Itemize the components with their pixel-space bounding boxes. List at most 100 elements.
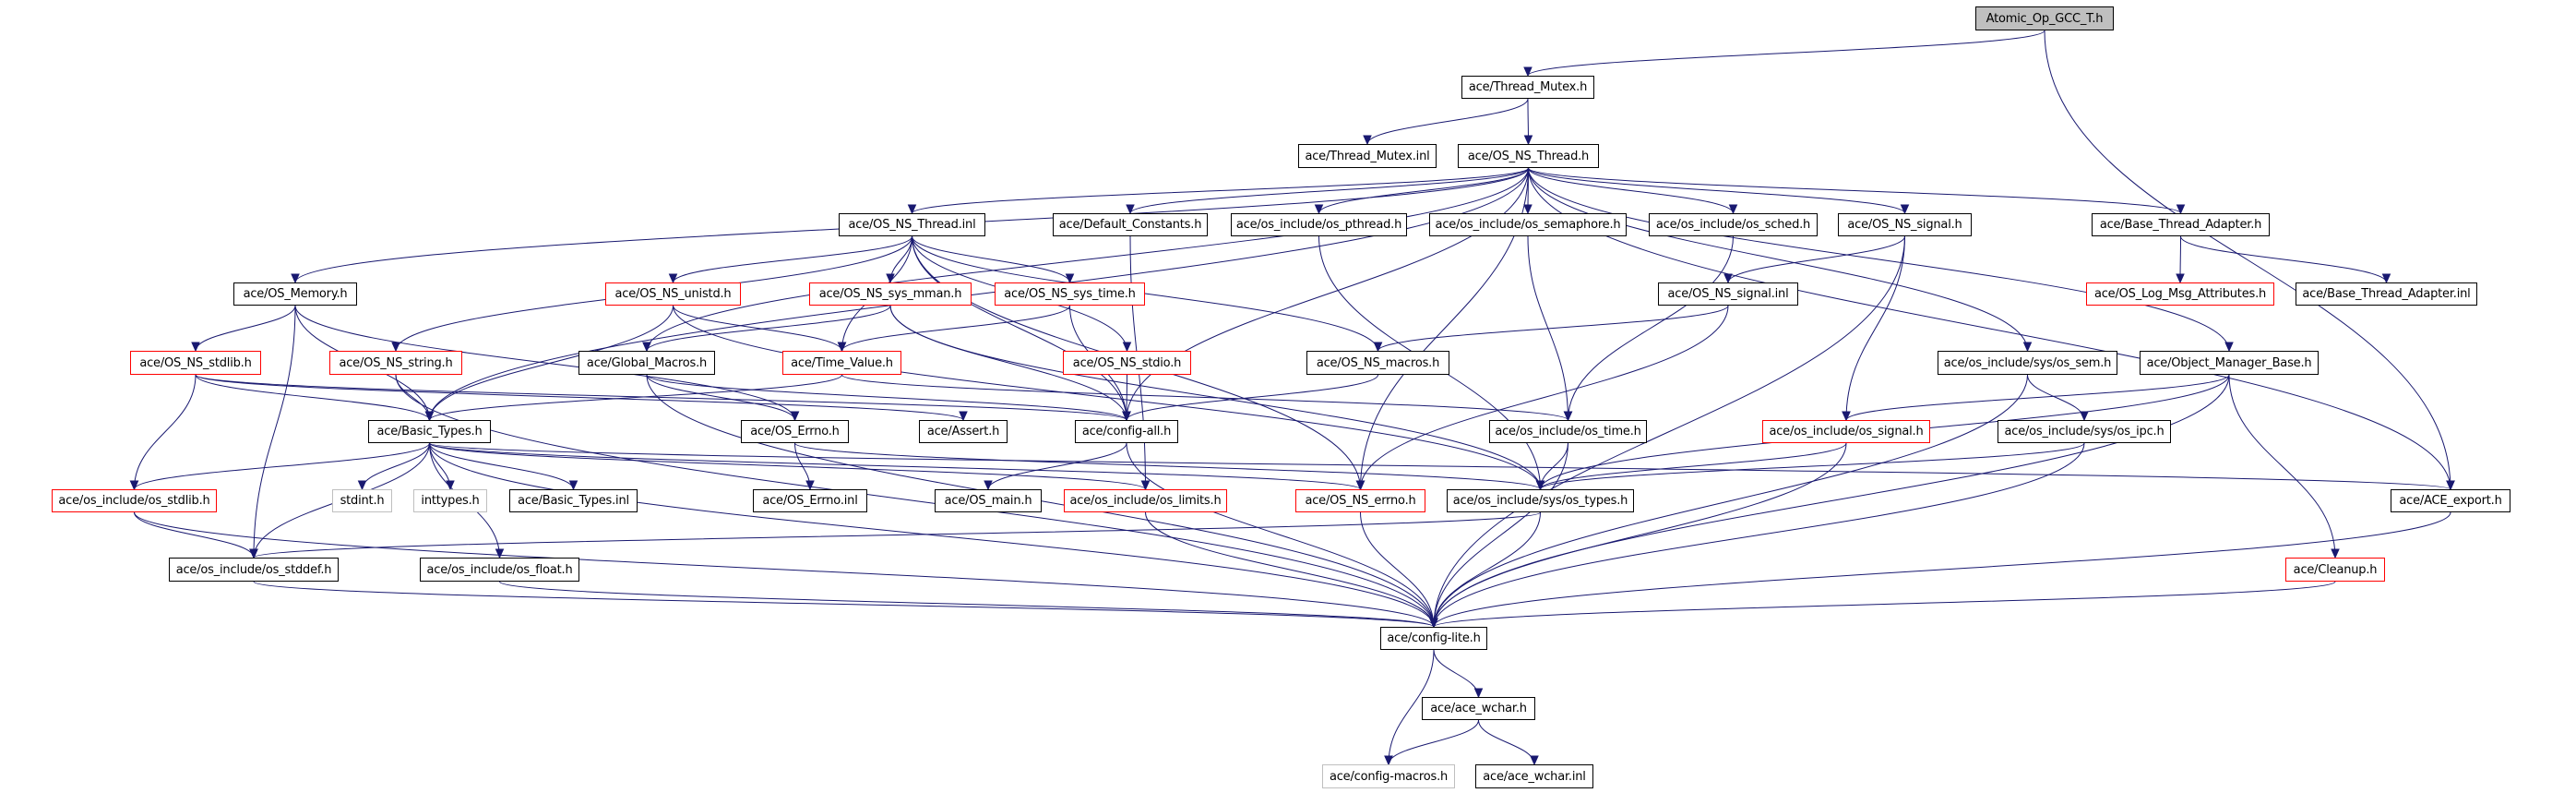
- node-os-ns-string[interactable]: ace/OS_NS_string.h: [329, 351, 462, 375]
- node-os-ns-macros[interactable]: ace/OS_NS_macros.h: [1306, 351, 1449, 375]
- node-config-lite[interactable]: ace/config-lite.h: [1380, 627, 1487, 650]
- arrowhead-icon: [2446, 480, 2455, 491]
- node-os-ns-errno[interactable]: ace/OS_NS_errno.h: [1295, 489, 1425, 512]
- node-basic-types-inl[interactable]: ace/Basic_Types.inl: [509, 489, 638, 512]
- node-label: ace/OS_NS_unistd.h: [614, 287, 732, 301]
- node-os-ns-signal-inl[interactable]: ace/OS_NS_signal.inl: [1658, 282, 1798, 306]
- edge-ace_wchar_h-to-ace_wchar_inl: [1478, 719, 1535, 765]
- node-thread-mutex-h[interactable]: ace/Thread_Mutex.h: [1461, 76, 1594, 99]
- node-label: Atomic_Op_GCC_T.h: [1986, 11, 2104, 26]
- node-label: ace/Object_Manager_Base.h: [2146, 355, 2312, 370]
- node-os-time[interactable]: ace/os_include/os_time.h: [1489, 420, 1647, 443]
- node-os-stdlib[interactable]: ace/os_include/os_stdlib.h: [52, 489, 217, 512]
- node-default-constants[interactable]: ace/Default_Constants.h: [1053, 213, 1208, 236]
- node-os-errno-h[interactable]: ace/OS_Errno.h: [741, 420, 849, 443]
- edge-os_signal-to-config_lite: [1433, 442, 1847, 628]
- edge-os_errno_h-to-sys_os_types: [794, 442, 1541, 490]
- node-base-thread-adapter-h[interactable]: ace/Base_Thread_Adapter.h: [2092, 213, 2270, 236]
- node-ace-wchar-h[interactable]: ace/ace_wchar.h: [1422, 697, 1535, 720]
- arrowhead-icon: [2381, 273, 2391, 284]
- edge-os_ns_stdlib-to-basic_types_h: [195, 374, 430, 421]
- arrowhead-icon: [1384, 755, 1393, 766]
- node-os-ns-sys-mman[interactable]: ace/OS_NS_sys_mman.h: [809, 282, 972, 306]
- node-os-signal[interactable]: ace/os_include/os_signal.h: [1762, 420, 1930, 443]
- edge-os_ns_thread_inl-to-os_ns_sys_time: [912, 235, 1070, 283]
- node-os-ns-sys-time[interactable]: ace/OS_NS_sys_time.h: [995, 282, 1145, 306]
- node-label: ace/OS_NS_signal.h: [1847, 218, 1962, 232]
- node-ace-export[interactable]: ace/ACE_export.h: [2391, 489, 2510, 512]
- node-os-stddef[interactable]: ace/os_include/os_stddef.h: [169, 558, 339, 582]
- node-label: ace/Basic_Types.h: [376, 425, 483, 439]
- node-os-main[interactable]: ace/OS_main.h: [935, 489, 1042, 512]
- node-os-ns-thread-h[interactable]: ace/OS_NS_Thread.h: [1458, 144, 1599, 168]
- node-config-macros: ace/config-macros.h: [1322, 764, 1455, 788]
- node-os-semaphore[interactable]: ace/os_include/os_semaphore.h: [1429, 213, 1627, 236]
- edge-root-to-ace_export: [2044, 30, 2451, 490]
- node-cleanup[interactable]: ace/Cleanup.h: [2285, 558, 2385, 582]
- node-label: ace/os_include/os_sched.h: [1655, 218, 1811, 232]
- node-global-macros[interactable]: ace/Global_Macros.h: [578, 351, 715, 375]
- node-label: ace/os_include/sys/os_types.h: [1452, 494, 1628, 508]
- node-os-float[interactable]: ace/os_include/os_float.h: [420, 558, 579, 582]
- edge-os_ns_thread_h-to-os_ns_signal_h: [1528, 167, 1905, 214]
- edge-basic_types_h-to-ace_export: [429, 442, 2451, 490]
- edge-os_ns_thread_h-to-config_all: [1126, 167, 1529, 421]
- node-os-log-msg-attributes[interactable]: ace/OS_Log_Msg_Attributes.h: [2086, 282, 2274, 306]
- node-object-manager-base[interactable]: ace/Object_Manager_Base.h: [2140, 351, 2319, 375]
- node-label: ace/os_include/os_time.h: [1495, 425, 1641, 439]
- node-os-ns-stdio[interactable]: ace/OS_NS_stdio.h: [1063, 351, 1191, 375]
- node-thread-mutex-inl[interactable]: ace/Thread_Mutex.inl: [1298, 144, 1437, 168]
- arrowhead-icon: [2080, 411, 2089, 422]
- node-os-limits[interactable]: ace/os_include/os_limits.h: [1064, 489, 1227, 512]
- node-sys-os-sem[interactable]: ace/os_include/sys/os_sem.h: [1938, 351, 2117, 375]
- node-sys-os-ipc[interactable]: ace/os_include/sys/os_ipc.h: [1998, 420, 2171, 443]
- arrowhead-icon: [1535, 480, 1545, 491]
- node-os-pthread[interactable]: ace/os_include/os_pthread.h: [1231, 213, 1407, 236]
- node-base-thread-adapter-inl[interactable]: ace/Base_Thread_Adapter.inl: [2296, 282, 2477, 306]
- node-label: ace/OS_NS_stdlib.h: [139, 355, 252, 370]
- edge-os_ns_thread_h-to-os_pthread: [1318, 167, 1529, 214]
- node-label: ace/os_include/os_signal.h: [1769, 425, 1924, 439]
- arrowhead-icon: [424, 411, 435, 422]
- arrowhead-icon: [1530, 755, 1539, 766]
- node-sys-os-types[interactable]: ace/os_include/sys/os_types.h: [1447, 489, 1634, 512]
- node-label: ace/OS_Errno.inl: [762, 494, 858, 508]
- node-os-ns-unistd[interactable]: ace/OS_NS_unistd.h: [605, 282, 741, 306]
- edge-config_all-to-config_lite: [1126, 442, 1435, 628]
- node-os-errno-inl[interactable]: ace/OS_Errno.inl: [753, 489, 867, 512]
- edge-thread_mutex_h-to-thread_mutex_inl: [1366, 98, 1529, 145]
- edge-basic_types_h-to-os_limits: [429, 442, 1146, 490]
- node-label: ace/os_include/os_float.h: [426, 562, 573, 577]
- node-os-ns-stdlib[interactable]: ace/OS_NS_stdlib.h: [130, 351, 261, 375]
- edge-os_ns_sys_time-to-time_value: [841, 305, 1070, 352]
- node-stdint: stdint.h: [332, 489, 392, 512]
- node-label: ace/OS_Memory.h: [243, 287, 348, 301]
- node-label: ace/config-macros.h: [1329, 769, 1449, 784]
- node-time-value[interactable]: ace/Time_Value.h: [782, 351, 901, 375]
- node-basic-types-h[interactable]: ace/Basic_Types.h: [368, 420, 491, 443]
- node-assert-h[interactable]: ace/Assert.h: [919, 420, 1008, 443]
- arrowhead-icon: [1563, 411, 1573, 422]
- edge-os_ns_thread_h-to-sys_os_sem: [1528, 167, 2028, 352]
- node-label: ace/Time_Value.h: [791, 355, 893, 370]
- node-label: ace/OS_NS_Thread.h: [1467, 149, 1590, 163]
- node-label: ace/OS_main.h: [944, 494, 1032, 508]
- node-os-ns-signal-h[interactable]: ace/OS_NS_signal.h: [1838, 213, 1972, 236]
- arrowhead-icon: [495, 548, 505, 559]
- arrowhead-icon: [959, 411, 968, 422]
- node-os-memory[interactable]: ace/OS_Memory.h: [233, 282, 357, 306]
- edge-os_stdlib-to-config_lite: [134, 511, 1435, 628]
- node-os-sched[interactable]: ace/os_include/os_sched.h: [1649, 213, 1818, 236]
- edge-config_lite-to-config_macros: [1388, 649, 1435, 765]
- node-config-all[interactable]: ace/config-all.h: [1075, 420, 1178, 443]
- node-label: ace/OS_NS_signal.inl: [1667, 287, 1789, 301]
- edge-base_thread_adapter_h-to-base_thread_adapter_inl: [2180, 235, 2387, 283]
- edge-os_ns_macros-to-config_all: [1126, 374, 1378, 421]
- node-os-ns-thread-inl[interactable]: ace/OS_NS_Thread.inl: [839, 213, 985, 236]
- arrowhead-icon: [129, 480, 139, 491]
- edge-os_stddef-to-config_lite: [253, 581, 1435, 628]
- arrowhead-icon: [391, 342, 400, 353]
- node-ace-wchar-inl[interactable]: ace/ace_wchar.inl: [1475, 764, 1593, 788]
